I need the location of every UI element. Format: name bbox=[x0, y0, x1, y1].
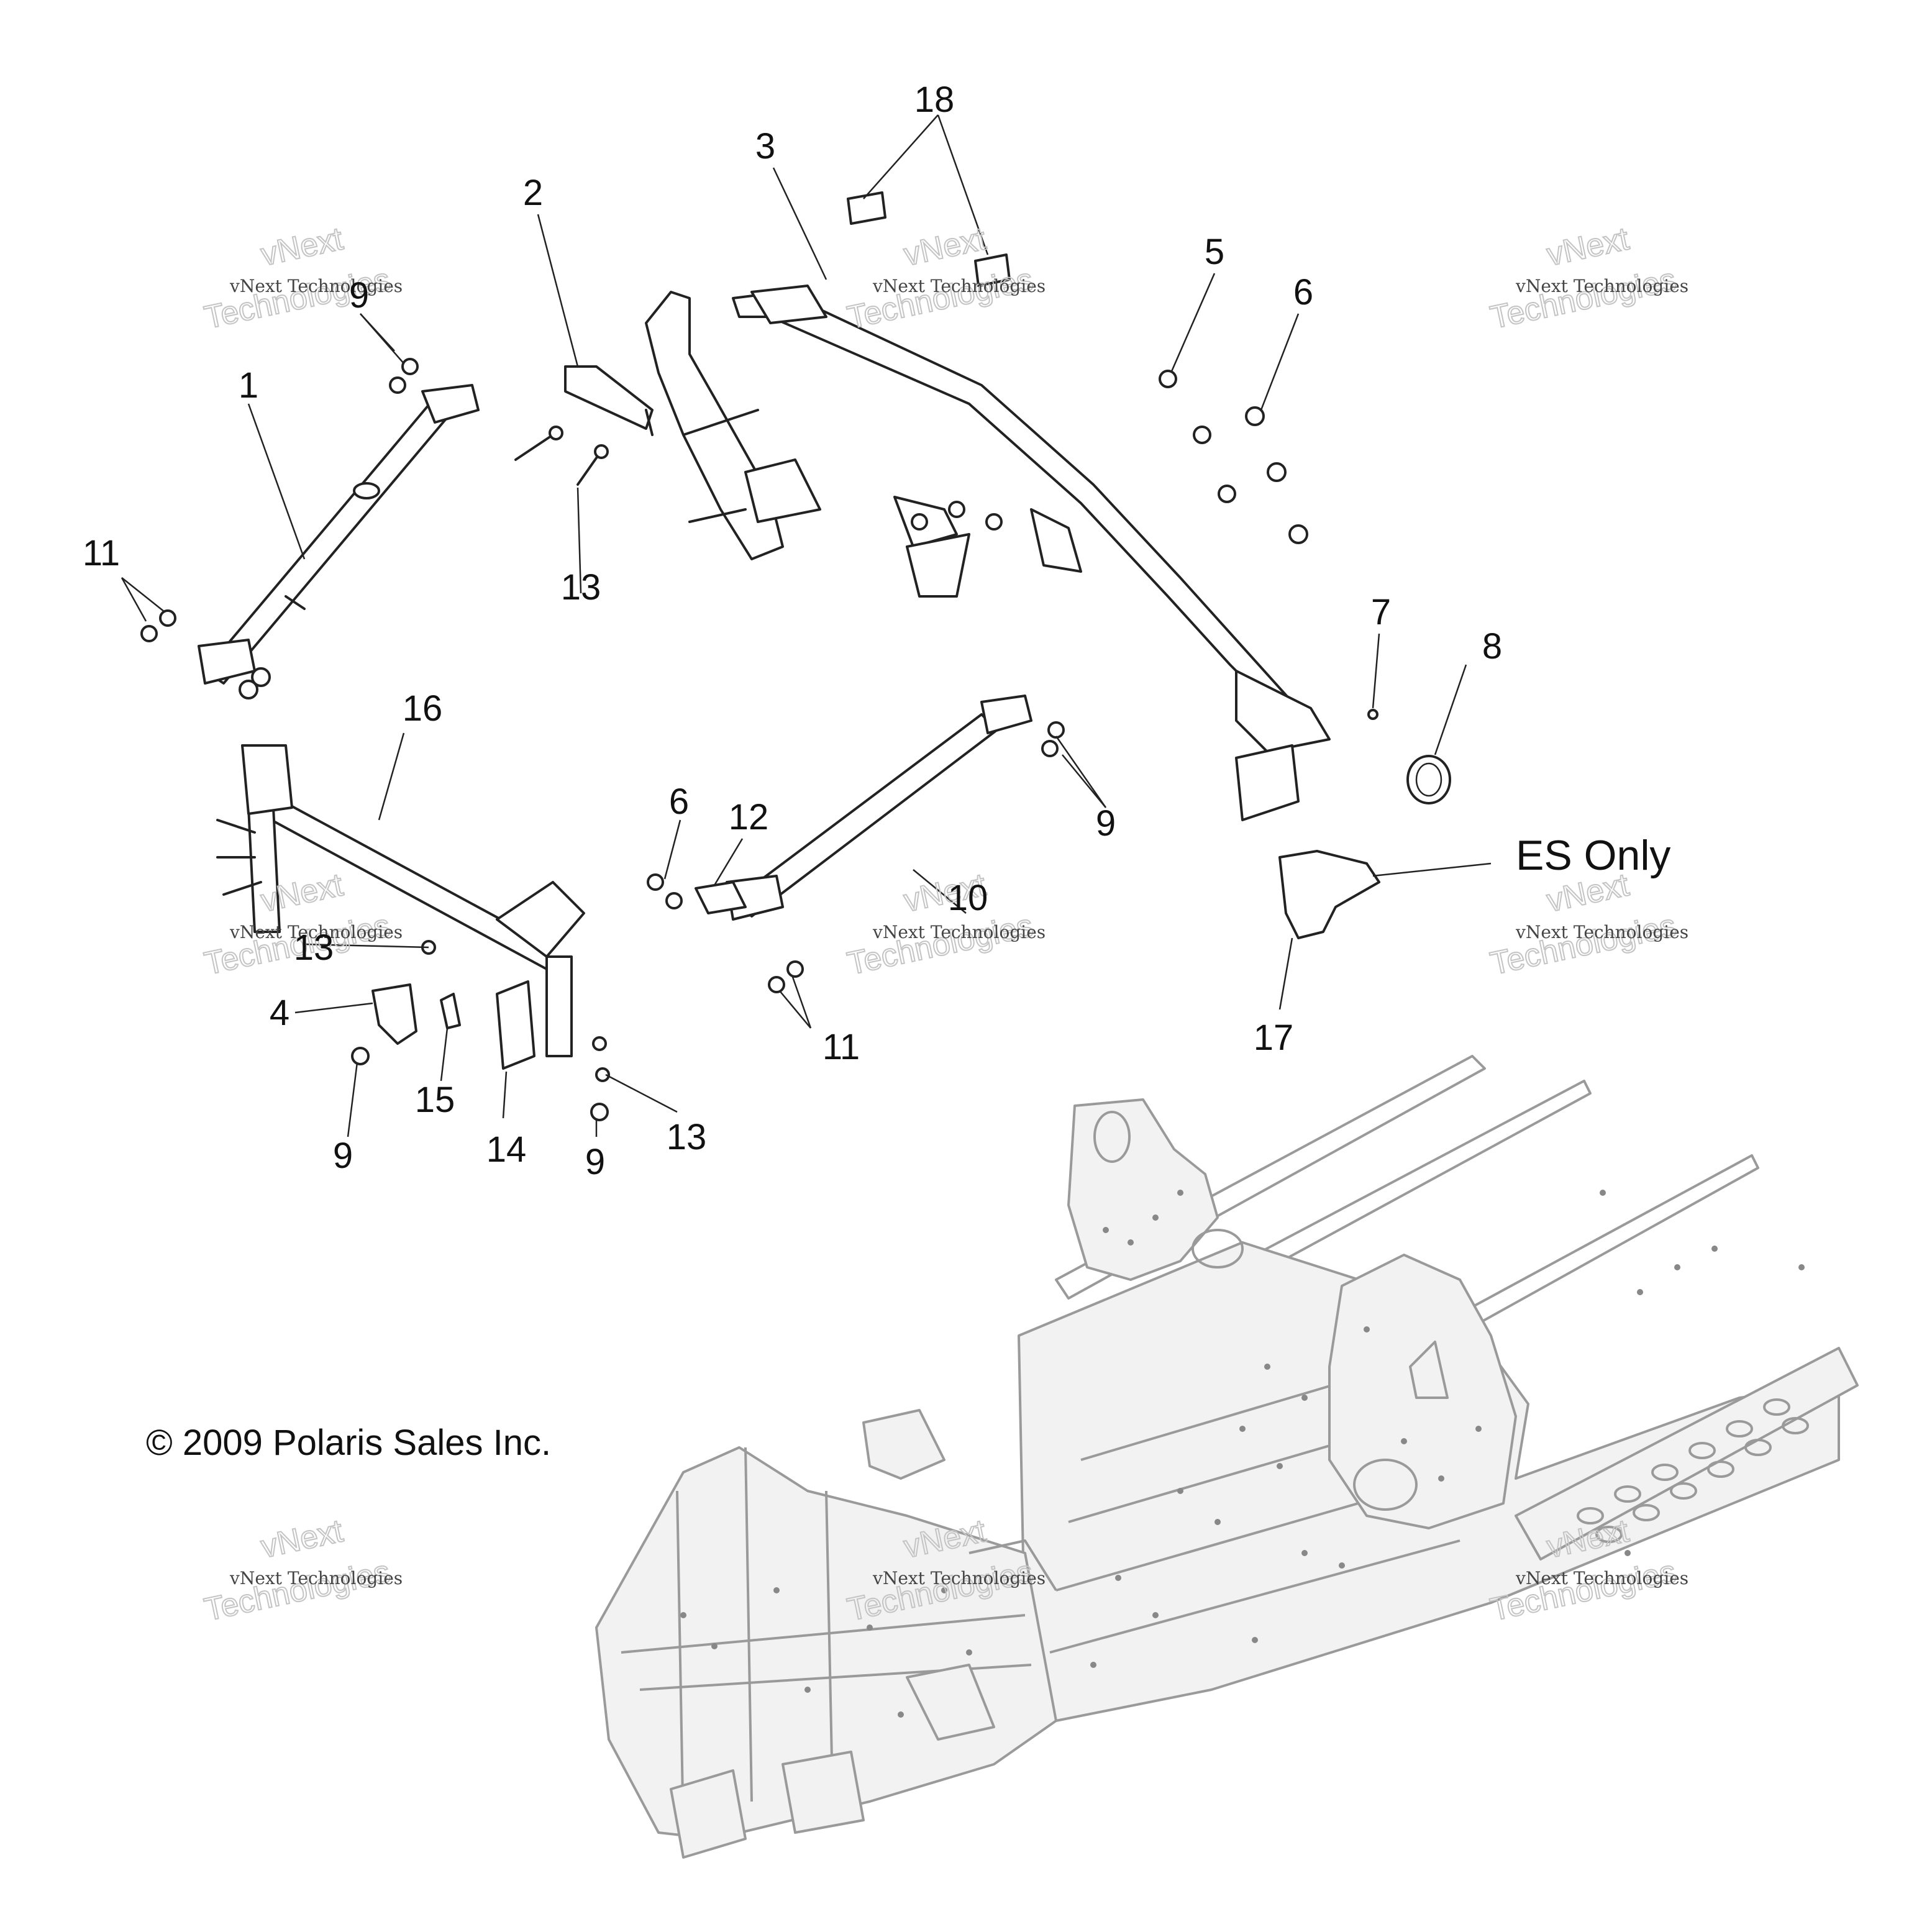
fasteners-part-10 bbox=[768, 721, 1065, 993]
part-12-plate bbox=[647, 873, 747, 914]
callout-13a: 13 bbox=[561, 567, 601, 608]
parts-5-6-hardware bbox=[1159, 370, 1308, 544]
part-15-clip bbox=[440, 993, 461, 1029]
svg-text:Technologies: Technologies bbox=[201, 1554, 393, 1628]
part-18-decals bbox=[847, 191, 1011, 287]
callout-9c: 9 bbox=[333, 1136, 353, 1176]
svg-text:vNext Technologies: vNext Technologies bbox=[1515, 922, 1688, 942]
callout-14: 14 bbox=[486, 1129, 527, 1170]
callout-1: 1 bbox=[239, 365, 258, 406]
callout-13c: 13 bbox=[667, 1117, 707, 1157]
callout-15: 15 bbox=[415, 1080, 455, 1120]
es-only-note: ES Only bbox=[1516, 832, 1670, 879]
part-4-clip bbox=[371, 983, 417, 1045]
callout-3: 3 bbox=[755, 126, 775, 166]
watermark-mid-right: Technologies vNext vNext Technologies bbox=[1487, 866, 1688, 983]
callout-18: 18 bbox=[914, 80, 955, 120]
running-board-mesh bbox=[1577, 1398, 1809, 1543]
watermark-top-left: Technologies vNext vNext Technologies bbox=[201, 220, 403, 337]
svg-text:vNext: vNext bbox=[258, 1513, 347, 1565]
svg-text:Technologies: Technologies bbox=[844, 908, 1036, 982]
copyright-text: © 2009 Polaris Sales Inc. bbox=[146, 1423, 551, 1463]
fasteners-part-1 bbox=[140, 358, 419, 699]
svg-text:vNext Technologies: vNext Technologies bbox=[872, 276, 1046, 296]
chassis-assembly bbox=[595, 1055, 1859, 1859]
part-13-bolts-top bbox=[514, 426, 609, 486]
svg-text:Technologies: Technologies bbox=[844, 262, 1036, 336]
leader-lines bbox=[121, 114, 1492, 1137]
callout-labels: 1 2 3 4 5 6 6 7 8 9 9 9 9 10 11 11 12 13… bbox=[83, 80, 1502, 1182]
callout-2: 2 bbox=[523, 173, 543, 213]
svg-text:vNext Technologies: vNext Technologies bbox=[229, 276, 403, 296]
callout-12: 12 bbox=[729, 797, 769, 837]
svg-text:vNext Technologies: vNext Technologies bbox=[229, 922, 403, 942]
callout-11a: 11 bbox=[83, 533, 120, 573]
parts-7-8-cap bbox=[1367, 709, 1451, 804]
watermark-mid-center: Technologies vNext vNext Technologies bbox=[844, 866, 1046, 983]
svg-text:Technologies: Technologies bbox=[1487, 262, 1679, 336]
svg-text:vNext Technologies: vNext Technologies bbox=[872, 1568, 1046, 1588]
svg-text:Technologies: Technologies bbox=[1487, 908, 1679, 982]
callout-6a: 6 bbox=[1293, 272, 1313, 312]
part-16-crossmember bbox=[216, 744, 585, 1057]
watermark-top-center: Technologies vNext vNext Technologies bbox=[844, 220, 1046, 337]
callout-4: 4 bbox=[270, 993, 289, 1033]
part-14-bracket bbox=[496, 980, 535, 1070]
part-17-es-bracket bbox=[1278, 850, 1380, 939]
svg-text:vNext Technologies: vNext Technologies bbox=[1515, 276, 1688, 296]
lower-hardware bbox=[351, 940, 610, 1121]
callout-9b: 9 bbox=[1096, 803, 1116, 844]
callout-9a: 9 bbox=[349, 275, 369, 316]
watermark-bottom-left: Technologies vNext vNext Technologies bbox=[201, 1512, 403, 1629]
svg-text:vNext Technologies: vNext Technologies bbox=[872, 922, 1046, 942]
svg-text:vNext Technologies: vNext Technologies bbox=[229, 1568, 403, 1588]
part-2-bracket bbox=[564, 365, 654, 436]
watermark-top-right: Technologies vNext vNext Technologies bbox=[1487, 220, 1688, 337]
svg-text:vNext: vNext bbox=[258, 221, 347, 273]
part-10-brace bbox=[726, 695, 1032, 921]
callout-13b: 13 bbox=[294, 927, 334, 968]
svg-text:vNext: vNext bbox=[1544, 221, 1633, 273]
callout-17: 17 bbox=[1254, 1018, 1294, 1058]
callout-10: 10 bbox=[948, 878, 988, 918]
callout-6b: 6 bbox=[669, 781, 689, 822]
part-1-brace bbox=[198, 384, 480, 685]
callout-7: 7 bbox=[1371, 592, 1391, 632]
callout-11b: 11 bbox=[822, 1027, 860, 1067]
chassis-rivets bbox=[680, 1190, 1805, 1718]
callout-9d: 9 bbox=[585, 1142, 605, 1182]
part-3-steering-hoop bbox=[645, 285, 1331, 821]
callout-16: 16 bbox=[403, 688, 443, 729]
callout-5: 5 bbox=[1205, 232, 1224, 272]
callout-8: 8 bbox=[1482, 626, 1502, 667]
svg-text:vNext Technologies: vNext Technologies bbox=[1515, 1568, 1688, 1588]
